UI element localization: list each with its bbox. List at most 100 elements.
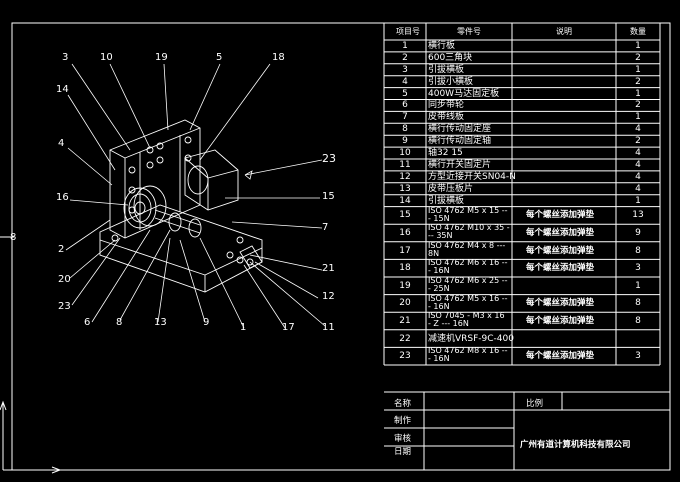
bom-item-number: 11 — [399, 159, 411, 170]
bom-description: 每个螺丝添加弹垫 — [526, 228, 595, 238]
callout-number: 2 — [58, 244, 65, 255]
bom-quantity: 1 — [635, 64, 641, 75]
callout-number: 12 — [322, 291, 335, 302]
bom-header-part: 零件号 — [457, 27, 481, 36]
bom-item-number: 9 — [402, 136, 408, 147]
bom-part-name: 同步带轮 — [428, 100, 465, 111]
bom-part-name: 皮带压板片 — [428, 183, 474, 194]
callout-number: 23 — [322, 152, 336, 165]
drawing-border — [11, 22, 671, 471]
bom-quantity: 1 — [635, 88, 641, 99]
bom-part-name: 引拔小横板 — [428, 76, 474, 87]
callout-number: 9 — [203, 317, 210, 328]
bom-part-name: 轴32 15 — [428, 148, 463, 159]
bom-quantity: 8 — [635, 316, 641, 326]
title-ratio-label: 比例 — [526, 399, 544, 409]
bom-part-name: 横行传动固定座 — [428, 124, 492, 135]
callout-number: 1 — [240, 322, 247, 333]
bom-item-number: 23 — [399, 351, 411, 362]
title-date-label: 日期 — [394, 447, 412, 457]
bom-item-number: 15 — [399, 210, 411, 221]
bom-description: 每个螺丝添加弹垫 — [526, 351, 595, 362]
callout-number: 17 — [282, 322, 295, 333]
bom-quantity: 4 — [635, 148, 641, 159]
callout-number: 8 — [116, 317, 123, 328]
ucs-icon — [0, 400, 62, 474]
bom-description: 每个螺丝添加弹垫 — [526, 316, 595, 326]
bom-part-name: 横行板 — [428, 40, 456, 51]
bom-quantity: 1 — [635, 40, 641, 51]
bom-quantity: 8 — [635, 298, 641, 309]
bom-part-name: 引拔横板 — [428, 64, 465, 75]
bom-quantity: 4 — [635, 171, 641, 182]
callout-number: 19 — [155, 52, 168, 63]
bom-item-number: 8 — [402, 124, 408, 135]
callout-number: 18 — [272, 52, 285, 63]
bom-quantity: 1 — [635, 112, 641, 123]
assembly-drawing — [99, 119, 263, 293]
bom-part-name: 横行开关固定片 — [428, 159, 492, 170]
bom-quantity: 9 — [635, 228, 641, 238]
bom-header-item: 项目号 — [396, 27, 420, 36]
bom-item-number: 1 — [402, 40, 408, 51]
bom-item-number: 17 — [399, 245, 411, 256]
bom-item-number: 6 — [402, 100, 408, 111]
callout-number: 11 — [322, 322, 335, 333]
bom-quantity: 3 — [635, 263, 641, 274]
bom-description: 每个螺丝添加弹垫 — [526, 245, 595, 256]
bom-quantity: 1 — [635, 195, 641, 206]
bom-item-number: 7 — [402, 112, 408, 123]
callout-number: 8 — [10, 232, 17, 243]
bom-item-number: 21 — [399, 316, 411, 326]
bom-item-number: 16 — [399, 228, 411, 238]
bom-quantity: 4 — [635, 124, 641, 135]
callout-number: 4 — [58, 138, 65, 149]
bom-description: 每个螺丝添加弹垫 — [526, 263, 595, 274]
title-company: 广州有道计算机科技有限公司 — [520, 440, 631, 450]
callout-number: 23 — [58, 301, 71, 312]
callout-number: 10 — [100, 52, 113, 63]
bom-item-number: 3 — [402, 64, 408, 75]
bom-part-name: 600三角块 — [428, 52, 473, 63]
bom-quantity: 2 — [635, 136, 641, 147]
bom-quantity: 4 — [635, 159, 641, 170]
bom-part-name: 引拔横板 — [428, 195, 465, 206]
bom-part-name: ISO 4762 M10 x 35 --- 35N — [428, 223, 510, 241]
bom-quantity: 4 — [635, 183, 641, 194]
bom-header-desc: 说明 — [556, 27, 572, 36]
bom-quantity: 8 — [635, 245, 641, 256]
bom-quantity: 2 — [635, 76, 641, 87]
title-name-label: 名称 — [394, 399, 412, 409]
bom-part-name: 横行传动固定轴 — [428, 136, 492, 147]
bom-item-number: 19 — [399, 280, 411, 291]
bom-part-name: ISO 4762 M5 x 15 --- 15N — [428, 205, 508, 223]
bom-part-name: 减速机VRSF-9C-400 — [428, 333, 514, 344]
bom-part-name: ISO 4762 M4 x 8 --- 8N — [428, 240, 506, 258]
bom-quantity: 3 — [635, 351, 641, 362]
callout-number: 5 — [216, 52, 223, 63]
callout-number: 14 — [56, 84, 69, 95]
callout-number: 15 — [322, 191, 335, 202]
callout-number: 6 — [84, 317, 91, 328]
bom-part-name: ISO 4762 M6 x 16 --- 16N — [428, 258, 508, 276]
bom-header-qty: 数量 — [630, 27, 646, 36]
callout-number: 16 — [56, 192, 69, 203]
bom-part-name: ISO 4762 M8 x 16 --- 16N — [428, 346, 508, 364]
bom-item-number: 18 — [399, 263, 411, 274]
callout-number: 7 — [322, 222, 329, 233]
bom-quantity: 13 — [632, 210, 644, 221]
bom-item-number: 10 — [399, 148, 411, 159]
bom-quantity: 1 — [635, 280, 641, 291]
bom-part-name: ISO 7045 - M3 x 16 - Z --- 16N — [428, 311, 505, 329]
bom-item-number: 12 — [399, 171, 411, 182]
bom-item-number: 2 — [402, 52, 408, 63]
callout-number: 3 — [62, 52, 69, 63]
bom-part-name: 400W马达固定板 — [428, 88, 500, 99]
bom-table-grid — [383, 22, 661, 366]
bom-part-name: 皮带线板 — [428, 112, 465, 123]
bom-part-name: 方型近接开关SN04-N — [428, 171, 516, 182]
title-check-label: 审核 — [394, 434, 412, 444]
bom-description: 每个螺丝添加弹垫 — [526, 210, 595, 221]
bom-item-number: 4 — [402, 76, 408, 87]
